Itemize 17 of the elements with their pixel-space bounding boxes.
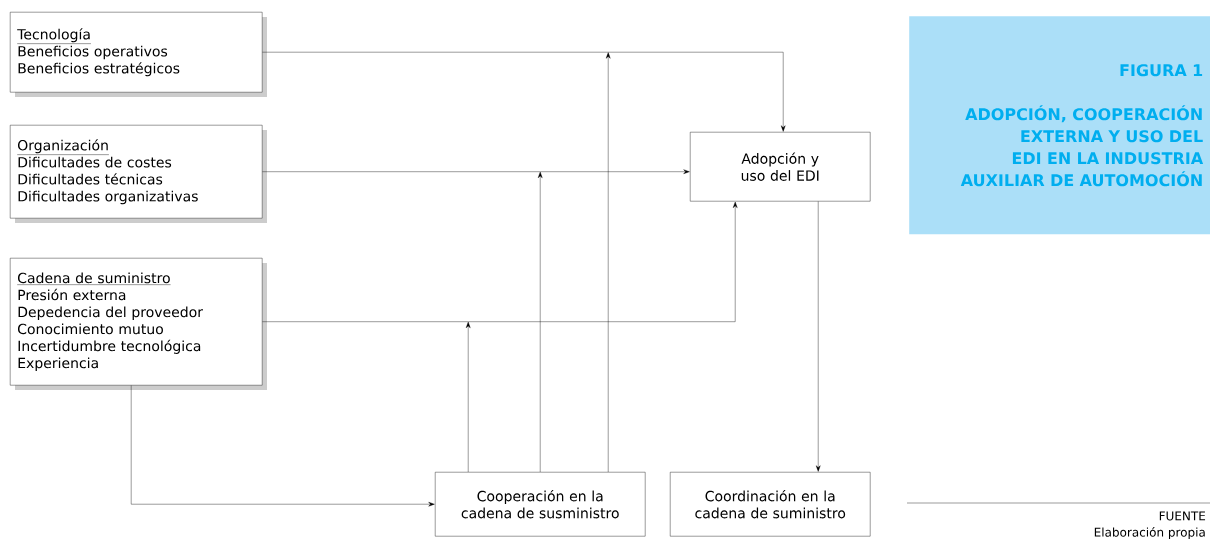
factor-box: Cadena de suministro Presión externa Depedencia del proveedor Conocimiento mutuo Incertidumbre tecnológica Experiencia	[10, 258, 267, 390]
process-box: Cooperación en la cadena de susministro	[435, 472, 646, 537]
arrow	[465, 321, 471, 473]
factor-box: Tecnología Beneficios operativos Beneficios estratégicos	[10, 12, 267, 97]
arrow	[262, 201, 738, 322]
arrow	[537, 171, 543, 473]
arrow	[262, 52, 786, 132]
arrow	[815, 201, 821, 472]
factor-box: Organización Dificultades de costes Dificultades técnicas Dificultades organizativas	[10, 125, 267, 223]
source-note: Elaboración propia	[1094, 526, 1205, 540]
process-box: Adopción y uso del EDI	[690, 132, 871, 202]
arrow	[605, 52, 611, 473]
arrow	[131, 385, 435, 507]
process-box: Coordinación en la cadena de suministro	[670, 472, 871, 537]
source-note: FUENTE	[1159, 511, 1206, 521]
title-panel: FIGURA 1 ADOPCIÓN, COOPERACIÓN EXTERNA Y USO DEL EDI EN LA INDUSTRIA AUXILIAR DE AUTOMOCIÓN	[909, 16, 1210, 235]
arrow	[262, 169, 690, 174]
